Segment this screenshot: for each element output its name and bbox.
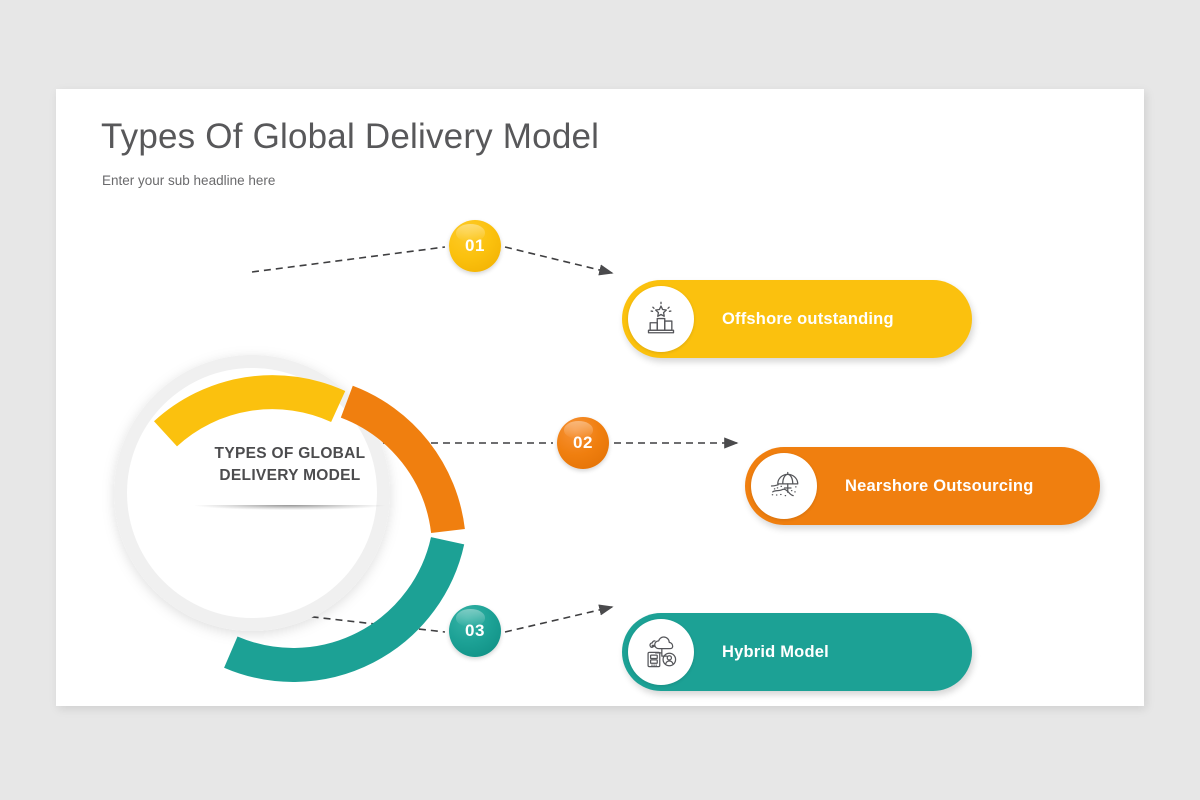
item-label-hybrid: Hybrid Model [722, 642, 829, 661]
cloud-server-user-icon [628, 619, 694, 685]
arc-segment-nearshore [340, 385, 465, 534]
connector-badge-03-to-pill-3 [504, 604, 614, 633]
connector-badge-01-to-pill-1 [504, 246, 614, 276]
step-badge-02-label: 02 [573, 433, 593, 452]
step-badge-02[interactable]: 02 [557, 417, 609, 469]
slide-card: Types Of Global Delivery Model Enter you… [56, 89, 1144, 706]
page-subtitle: Enter your sub headline here [102, 173, 276, 188]
item-card-nearshore[interactable]: Nearshore Outsourcing [745, 447, 1100, 525]
item-card-hybrid[interactable]: Hybrid Model [622, 613, 972, 691]
step-badge-01[interactable]: 01 [449, 220, 501, 272]
arc-segment-offshore [154, 375, 346, 447]
item-card-offshore[interactable]: Offshore outstanding [622, 280, 972, 358]
step-badge-03[interactable]: 03 [449, 605, 501, 657]
connector-arc-to-badge-01 [251, 246, 446, 273]
hub-label-line1: TYPES OF GLOBAL [214, 445, 366, 462]
hub-label-line2: DELIVERY MODEL [219, 467, 361, 485]
beach-umbrella-icon [751, 453, 817, 519]
page-title: Types Of Global Delivery Model [101, 117, 600, 156]
item-label-offshore: Offshore outstanding [722, 309, 894, 328]
donut-chart: TYPES OF GLOBAL DELIVERY MODEL [100, 303, 480, 683]
arc-segment-hybrid [224, 536, 465, 682]
item-label-nearshore: Nearshore Outsourcing [845, 476, 1034, 495]
hub-underline [195, 505, 385, 510]
step-badge-03-label: 03 [465, 621, 485, 640]
step-badge-01-label: 01 [465, 236, 485, 255]
podium-star-icon [628, 286, 694, 352]
hub-label: TYPES OF GLOBAL DELIVERY MODEL [160, 443, 420, 488]
